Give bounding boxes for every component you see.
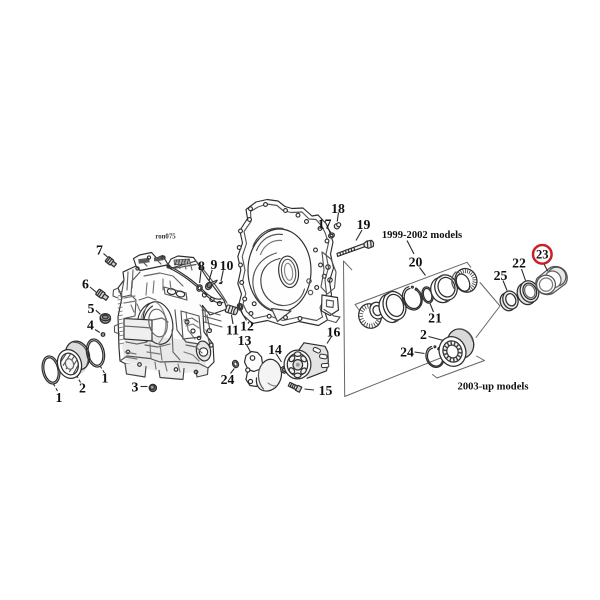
svg-text:1: 1	[56, 390, 63, 405]
svg-text:3: 3	[132, 379, 139, 394]
svg-text:20: 20	[409, 254, 423, 269]
svg-text:25: 25	[494, 268, 508, 283]
svg-text:24: 24	[400, 344, 414, 359]
svg-text:2: 2	[420, 327, 427, 342]
svg-text:ron075: ron075	[155, 234, 176, 241]
svg-text:15: 15	[319, 383, 333, 398]
svg-text:24: 24	[221, 372, 235, 387]
svg-text:14: 14	[268, 342, 282, 357]
svg-text:21: 21	[428, 310, 442, 325]
svg-text:7: 7	[96, 242, 103, 257]
svg-text:1999-2002 models: 1999-2002 models	[382, 230, 462, 241]
svg-text:8: 8	[198, 258, 205, 273]
svg-text:1: 1	[102, 370, 109, 385]
svg-text:4: 4	[87, 317, 94, 332]
svg-text:9: 9	[211, 257, 218, 272]
svg-text:12: 12	[240, 318, 254, 333]
svg-text:18: 18	[331, 201, 345, 216]
svg-text:13: 13	[238, 333, 252, 348]
svg-text:2: 2	[79, 380, 86, 395]
svg-text:5: 5	[88, 301, 95, 316]
svg-text:23: 23	[536, 248, 549, 262]
svg-text:22: 22	[512, 255, 526, 270]
svg-text:2003-up models: 2003-up models	[458, 382, 529, 393]
svg-text:11: 11	[226, 322, 239, 337]
svg-text:17: 17	[318, 216, 332, 231]
svg-text:6: 6	[82, 276, 89, 291]
svg-text:10: 10	[220, 258, 234, 273]
svg-text:16: 16	[327, 324, 341, 339]
svg-text:19: 19	[357, 217, 371, 232]
